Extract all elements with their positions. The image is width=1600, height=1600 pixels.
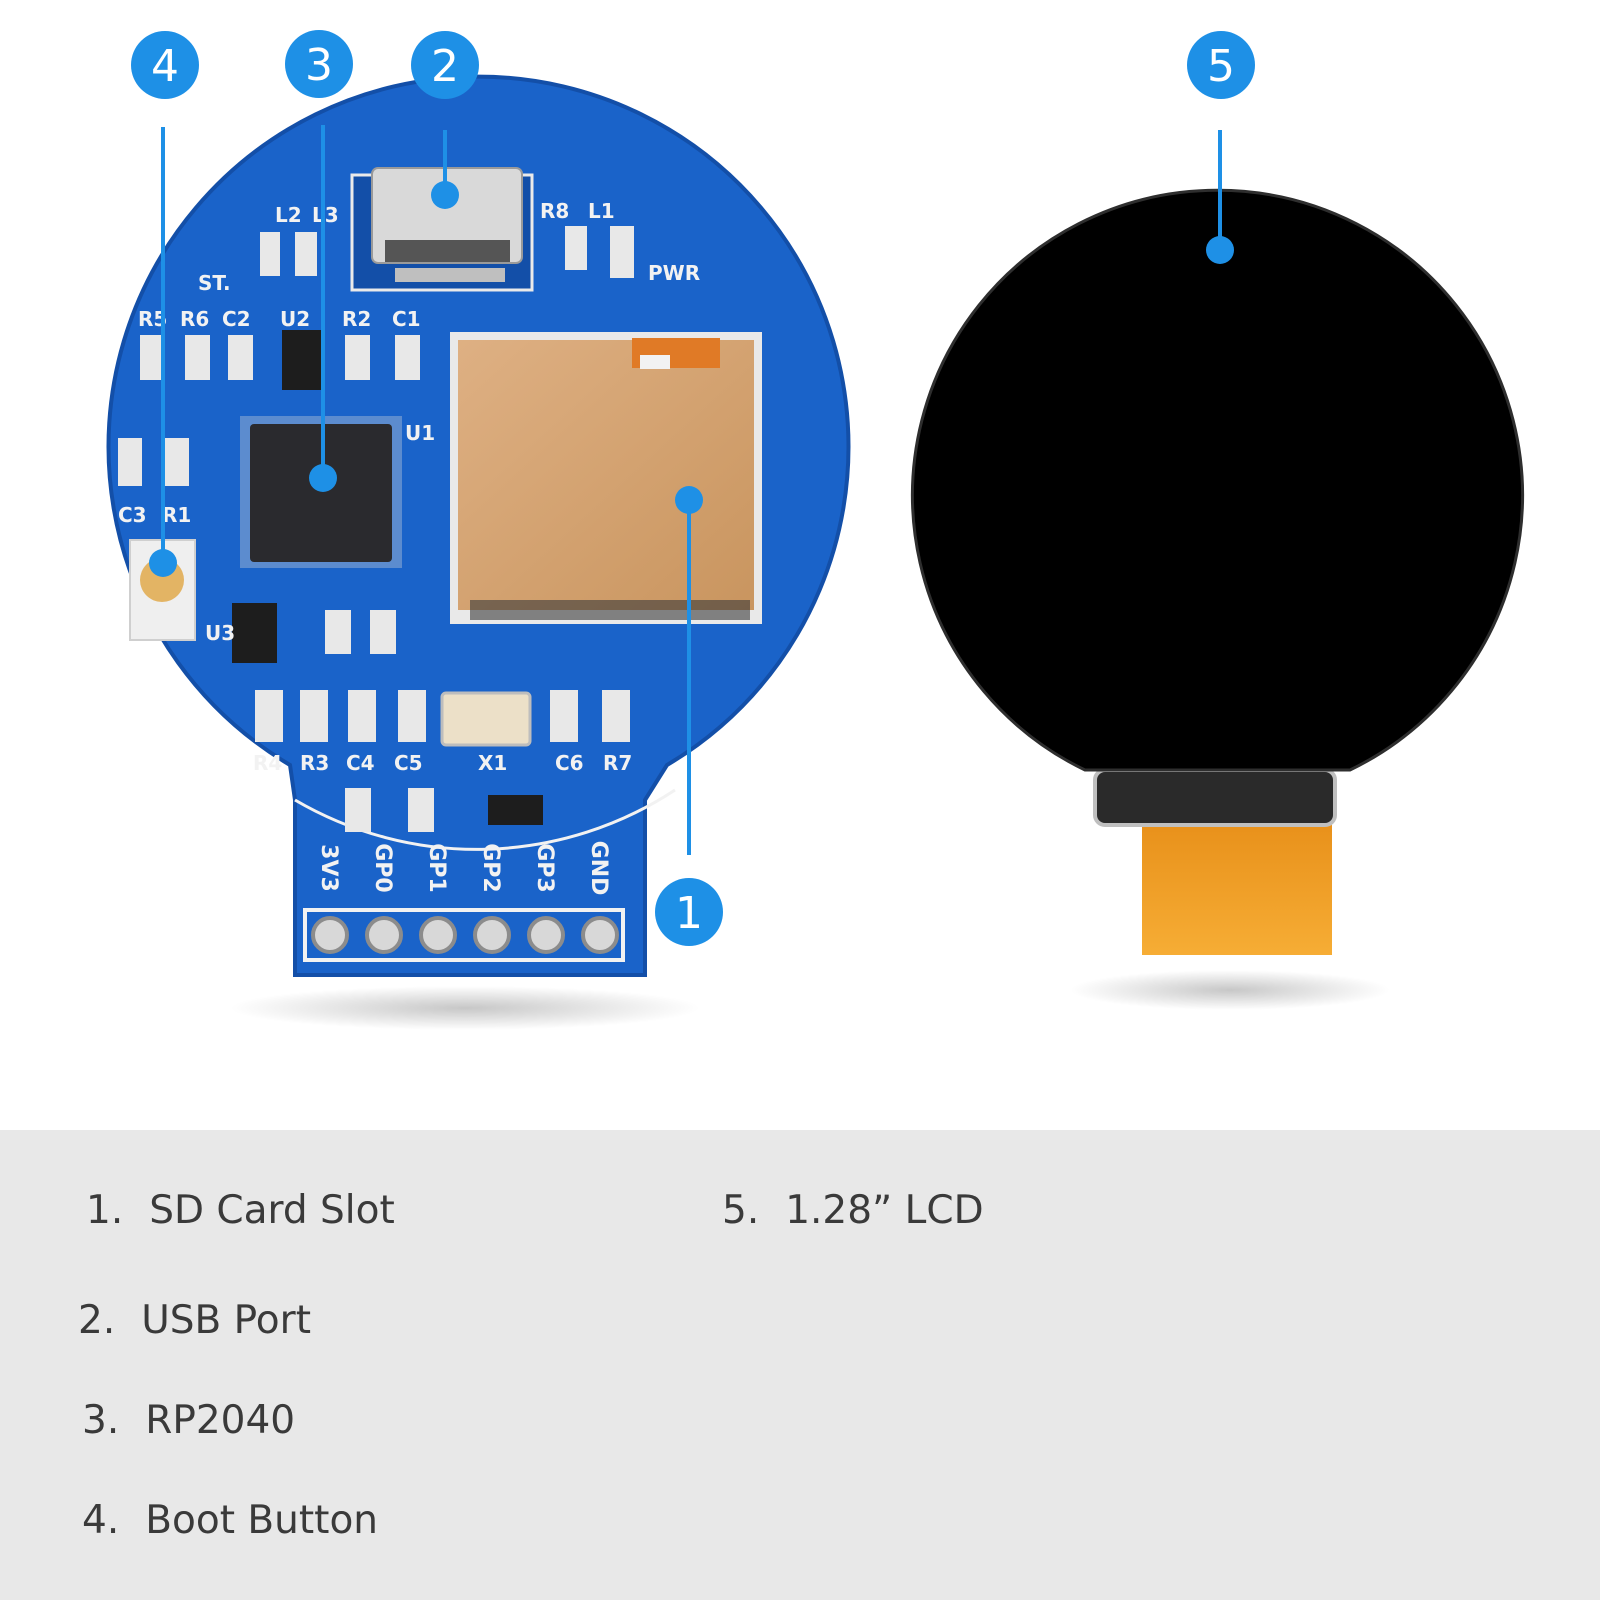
callout-label-5: 5 [1207, 41, 1235, 92]
smd-components [118, 226, 634, 832]
leader-dot-5 [1206, 236, 1234, 264]
legend-item-lcd: 5. 1.28” LCD [722, 1188, 984, 1233]
callout-dots [149, 181, 1234, 577]
lcd-connector [1093, 768, 1337, 827]
callout-label-2: 2 [431, 41, 459, 92]
legend-number: 4. [82, 1498, 120, 1543]
pcb-board: L2 L3 R8 L1 ST. PWR R5 R6 C2 U2 R2 C1 U1… [106, 74, 851, 977]
silk-label: R7 [603, 751, 632, 775]
header-pin [581, 916, 619, 954]
crystal-x1 [440, 691, 532, 747]
silk-label: R1 [162, 503, 191, 527]
silk-label: L3 [312, 203, 339, 227]
silk-label: U2 [280, 307, 310, 331]
flex-cable [1142, 820, 1332, 955]
hardware-figure: L2 L3 R8 L1 ST. PWR R5 R6 C2 U2 R2 C1 U1… [106, 30, 1524, 1030]
pin-label: GP1 [424, 843, 449, 893]
silk-label: R6 [180, 307, 209, 331]
pin-labels: 3V3 GP0 GP1 GP2 GP3 GND [316, 841, 611, 896]
pin-label: GND [586, 841, 611, 896]
header-pin [527, 916, 565, 954]
legend-number: 1. [86, 1188, 124, 1233]
legend-number: 2. [78, 1298, 116, 1343]
legend-panel: 1. SD Card Slot 2. USB Port 3. RP2040 4. Boo… [0, 1130, 1600, 1600]
silk-label: C5 [394, 751, 423, 775]
header-pin [365, 916, 403, 954]
leader-dot-2 [431, 181, 459, 209]
header-pin [419, 916, 457, 954]
leader-dot-3 [309, 464, 337, 492]
leader-dot-4 [149, 549, 177, 577]
pin-label: 3V3 [316, 844, 341, 892]
u3-chip [232, 603, 277, 663]
silk-label: R2 [342, 307, 371, 331]
lcd-shadow [1070, 970, 1390, 1010]
silk-label: U1 [405, 421, 435, 445]
silk-label: C3 [118, 503, 147, 527]
silk-label: C2 [222, 307, 251, 331]
transistor [488, 795, 543, 825]
legend-item-rp2040: 3. RP2040 [82, 1398, 295, 1443]
silk-label: L1 [588, 199, 615, 223]
silk-label: R8 [540, 199, 569, 223]
pin-label: GP3 [532, 843, 557, 893]
legend-text: SD Card Slot [149, 1188, 395, 1233]
legend-text: Boot Button [145, 1498, 379, 1543]
silk-label: PWR [648, 261, 700, 285]
pcb-shadow [230, 986, 700, 1030]
callout-label-3: 3 [305, 40, 333, 91]
sd-card-slot [450, 332, 762, 624]
callout-badge-2 [411, 31, 479, 99]
silk-label: L2 [275, 203, 302, 227]
callout-badge-5 [1187, 31, 1255, 99]
lcd-body [911, 188, 1524, 772]
silk-labels: L2 L3 R8 L1 ST. PWR R5 R6 C2 U2 R2 C1 U1… [118, 199, 700, 775]
callout-badge-1 [655, 878, 723, 946]
legend-item-usb-port: 2. USB Port [78, 1298, 311, 1343]
callout-badge-4 [131, 31, 199, 99]
callout-badges: 1 2 3 4 5 [131, 30, 1255, 946]
callout-badge-3 [285, 30, 353, 98]
callout-leaders [161, 125, 1222, 855]
lcd-module [911, 188, 1524, 955]
usb-connector [350, 167, 534, 292]
legend-text: 1.28” LCD [785, 1188, 984, 1233]
silk-label: X1 [478, 751, 507, 775]
header-pin [473, 916, 511, 954]
silk-label: ST. [198, 271, 231, 295]
u2-chip [282, 330, 324, 390]
header-pins [303, 908, 625, 962]
legend-item-boot-button: 4. Boot Button [82, 1498, 378, 1543]
silk-label: C1 [392, 307, 421, 331]
leader-dot-1 [675, 486, 703, 514]
silk-label: C4 [346, 751, 375, 775]
header-pin [311, 916, 349, 954]
pin-label: GP0 [370, 843, 395, 893]
callout-label-4: 4 [151, 41, 179, 92]
callout-label-1: 1 [675, 888, 703, 939]
pin-label: GP2 [478, 843, 503, 893]
silk-label: R4 [253, 751, 282, 775]
silk-label: C6 [555, 751, 584, 775]
legend-text: RP2040 [145, 1398, 296, 1443]
silk-label: U3 [205, 621, 235, 645]
legend-number: 3. [82, 1398, 120, 1443]
legend-number: 5. [722, 1188, 760, 1233]
legend-item-sd-card-slot: 1. SD Card Slot [86, 1188, 395, 1233]
legend-text: USB Port [141, 1298, 311, 1343]
silk-label: R3 [300, 751, 329, 775]
